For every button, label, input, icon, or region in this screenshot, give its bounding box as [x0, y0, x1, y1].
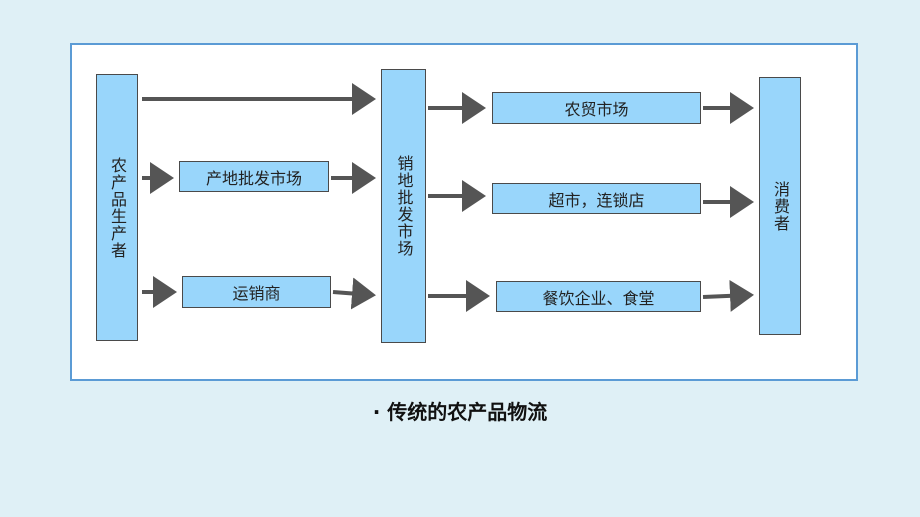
- consumer-box: 消费者: [759, 77, 801, 335]
- distributor-box: 运销商: [182, 276, 331, 308]
- diagram-caption: · 传统的农产品物流: [0, 396, 920, 425]
- arrow-catering-to-consumer: [702, 279, 754, 312]
- supermarket-box: 超市，连锁店: [492, 183, 701, 214]
- arrow-distributor-to-sales-wholesale: [332, 277, 376, 310]
- sales-wholesale-box: 销地批发市场: [381, 69, 426, 343]
- catering-box: 餐饮企业、食堂: [496, 281, 701, 312]
- caption-bullet: ·: [372, 400, 381, 424]
- farmers-market-box: 农贸市场: [492, 92, 701, 124]
- origin-wholesale-box: 产地批发市场: [179, 161, 329, 192]
- caption-text: 传统的农产品物流: [387, 400, 548, 424]
- producer-box: 农产品生产者: [96, 74, 138, 341]
